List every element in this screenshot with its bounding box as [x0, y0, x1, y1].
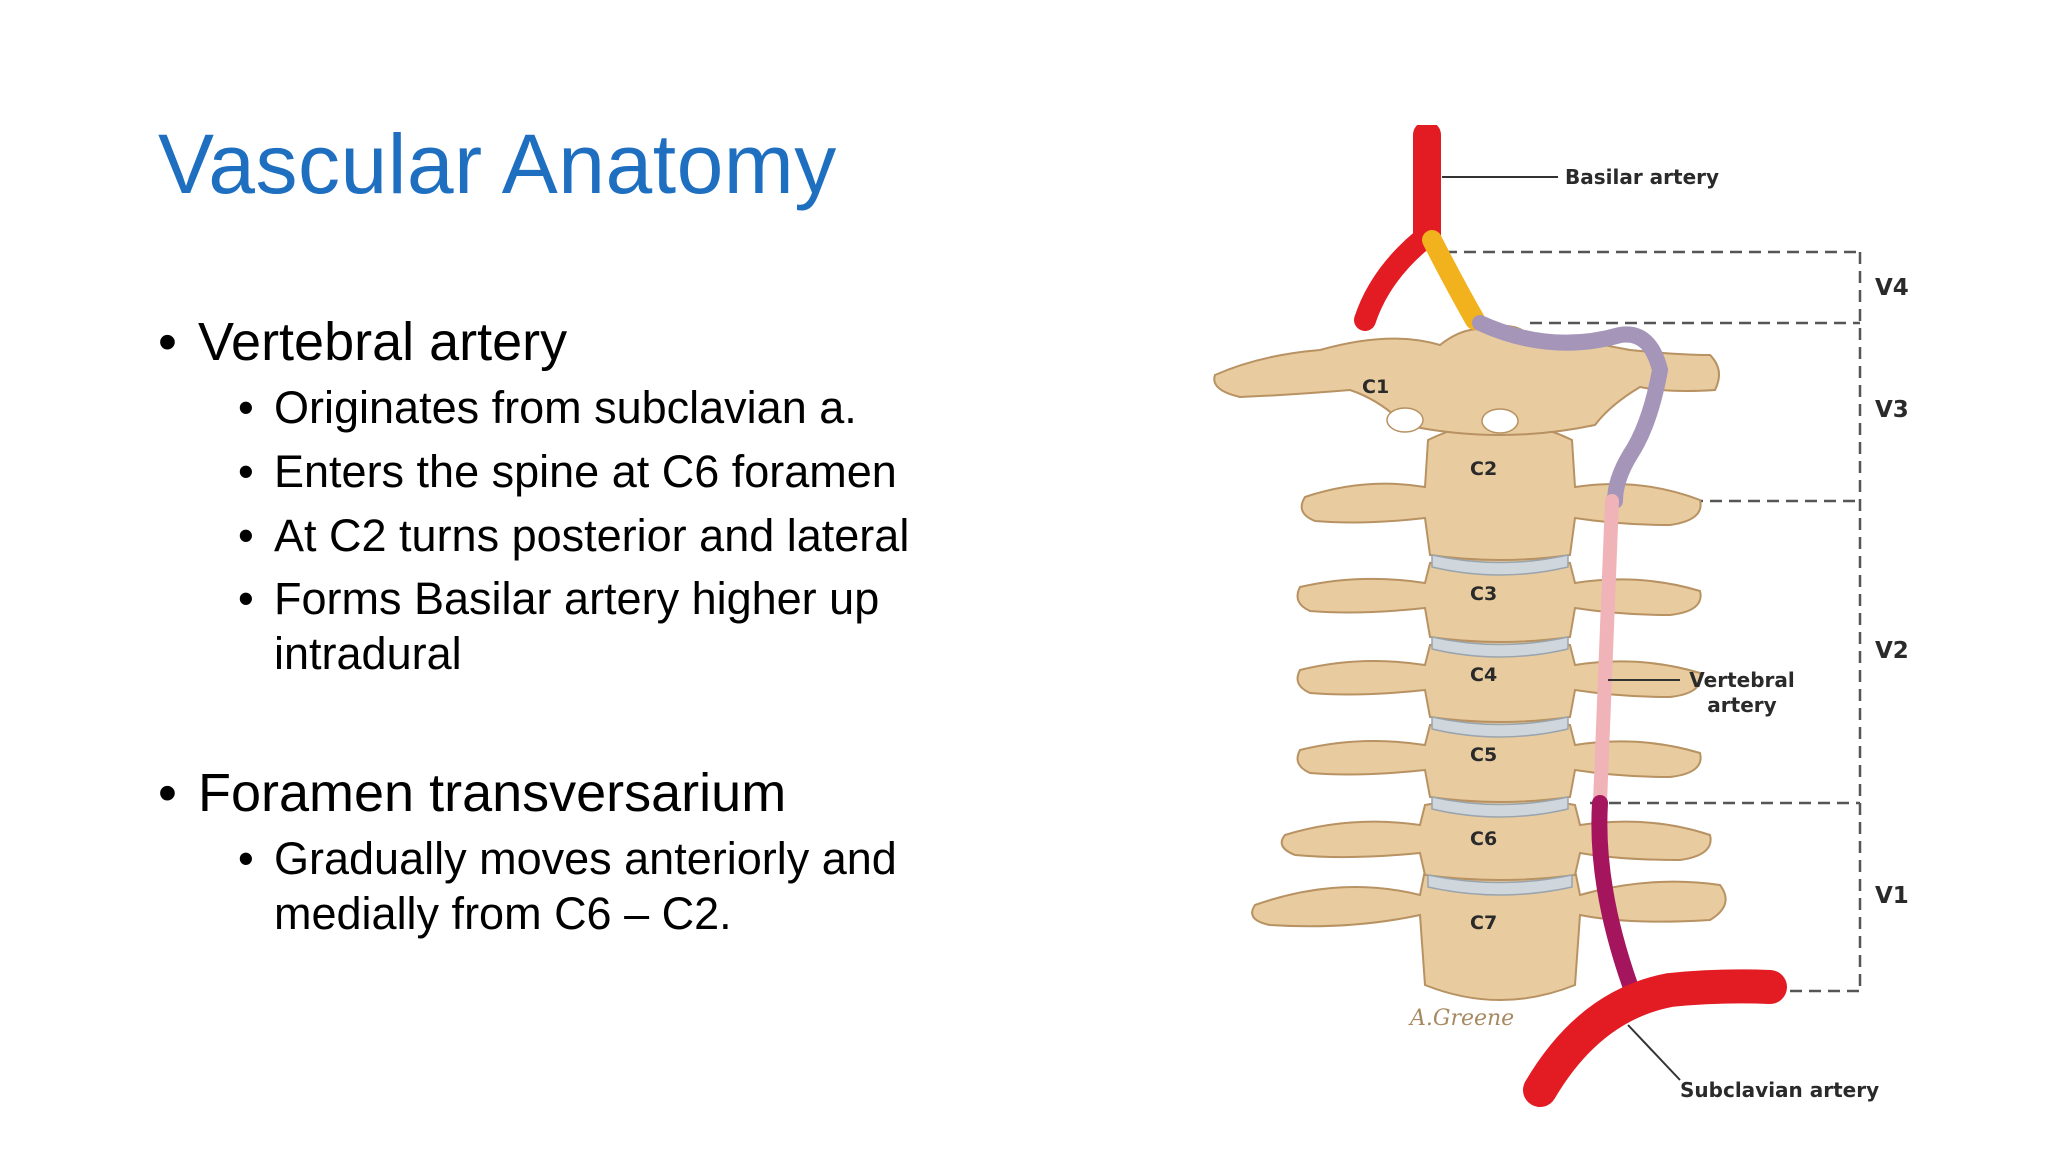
bullet-dot: •	[238, 445, 254, 497]
bullet-dot: •	[238, 509, 254, 561]
segment-label-v3: V3	[1875, 397, 1909, 423]
segment-label-v4: V4	[1875, 275, 1909, 301]
section-heading: Vertebral artery	[198, 312, 568, 372]
subbullet: • Originates from subclavian a.	[158, 381, 1058, 436]
vertebra-label-c2: C2	[1470, 458, 1497, 480]
bullet-dot: •	[158, 763, 177, 824]
bullet-dot: •	[238, 573, 254, 625]
subbullet-text: Enters the spine at C6 foramen	[274, 445, 897, 497]
cervical-spine-illustration: C1 C2 C3 C4 C5 C6 C7 V4 V3 V2 V1 Basilar…	[1200, 125, 1930, 1125]
bullet-dot: •	[238, 381, 254, 433]
slide-title: Vascular Anatomy	[158, 117, 837, 211]
subclavian-artery-label: Subclavian artery	[1680, 1078, 1879, 1102]
subbullet: • At C2 turns posterior and lateral	[158, 509, 1058, 564]
vertebral-artery-path	[1354, 125, 1787, 1107]
bullet-foramen-transversarium: • Foramen transversarium	[158, 761, 1058, 826]
vertebra-label-c7: C7	[1470, 912, 1497, 934]
vertebra-label-c4: C4	[1470, 664, 1497, 686]
subbullet-text: Originates from subclavian a.	[274, 381, 857, 433]
bullet-vertebral-artery: • Vertebral artery	[158, 310, 1058, 375]
slide-content: • Vertebral artery • Originates from sub…	[158, 310, 1058, 951]
artery-labels: Basilar artery Vertebral artery Subclavi…	[1565, 165, 1879, 1102]
spacer	[158, 691, 1058, 761]
vertebra-label-c5: C5	[1470, 744, 1497, 766]
label-leader-lines	[1442, 176, 1681, 1081]
basilar-artery-label: Basilar artery	[1565, 165, 1719, 189]
subbullet: • Enters the spine at C6 foramen	[158, 445, 1058, 500]
spine-diagram: C1 C2 C3 C4 C5 C6 C7 V4 V3 V2 V1 Basilar…	[1213, 125, 1909, 1107]
segment-label-v1: V1	[1875, 883, 1909, 909]
segment-label-v2: V2	[1875, 638, 1909, 664]
subbullet-text: Gradually moves anteriorly and medially …	[274, 833, 897, 939]
spine-column	[1213, 325, 1727, 1001]
bullet-dot: •	[158, 312, 177, 372]
vertebra-label-c6: C6	[1470, 828, 1497, 850]
subbullet-list: • Originates from subclavian a. • Enters…	[158, 381, 1058, 682]
subbullet-text: At C2 turns posterior and lateral	[274, 509, 910, 561]
section-heading: Foramen transversarium	[198, 763, 787, 824]
vertebra-label-c3: C3	[1470, 583, 1497, 605]
vertebral-artery-label-line2: artery	[1707, 693, 1776, 717]
subbullet: • Forms Basilar artery higher up intradu…	[158, 572, 994, 682]
subbullet: • Gradually moves anteriorly and mediall…	[158, 832, 1034, 942]
vertebral-artery-label-line1: Vertebral	[1689, 668, 1794, 692]
intervertebral-discs	[1427, 554, 1573, 896]
artist-signature: A.Greene	[1408, 1006, 1514, 1031]
subbullet-list: • Gradually moves anteriorly and mediall…	[158, 832, 1058, 942]
subbullet-text: Forms Basilar artery higher up intradura…	[274, 573, 880, 680]
vertebra-label-c1: C1	[1362, 376, 1389, 398]
vertebra-labels: C1 C2 C3 C4 C5 C6 C7	[1362, 376, 1497, 934]
segment-labels: V4 V3 V2 V1	[1875, 275, 1909, 909]
bullet-dot: •	[238, 833, 254, 885]
